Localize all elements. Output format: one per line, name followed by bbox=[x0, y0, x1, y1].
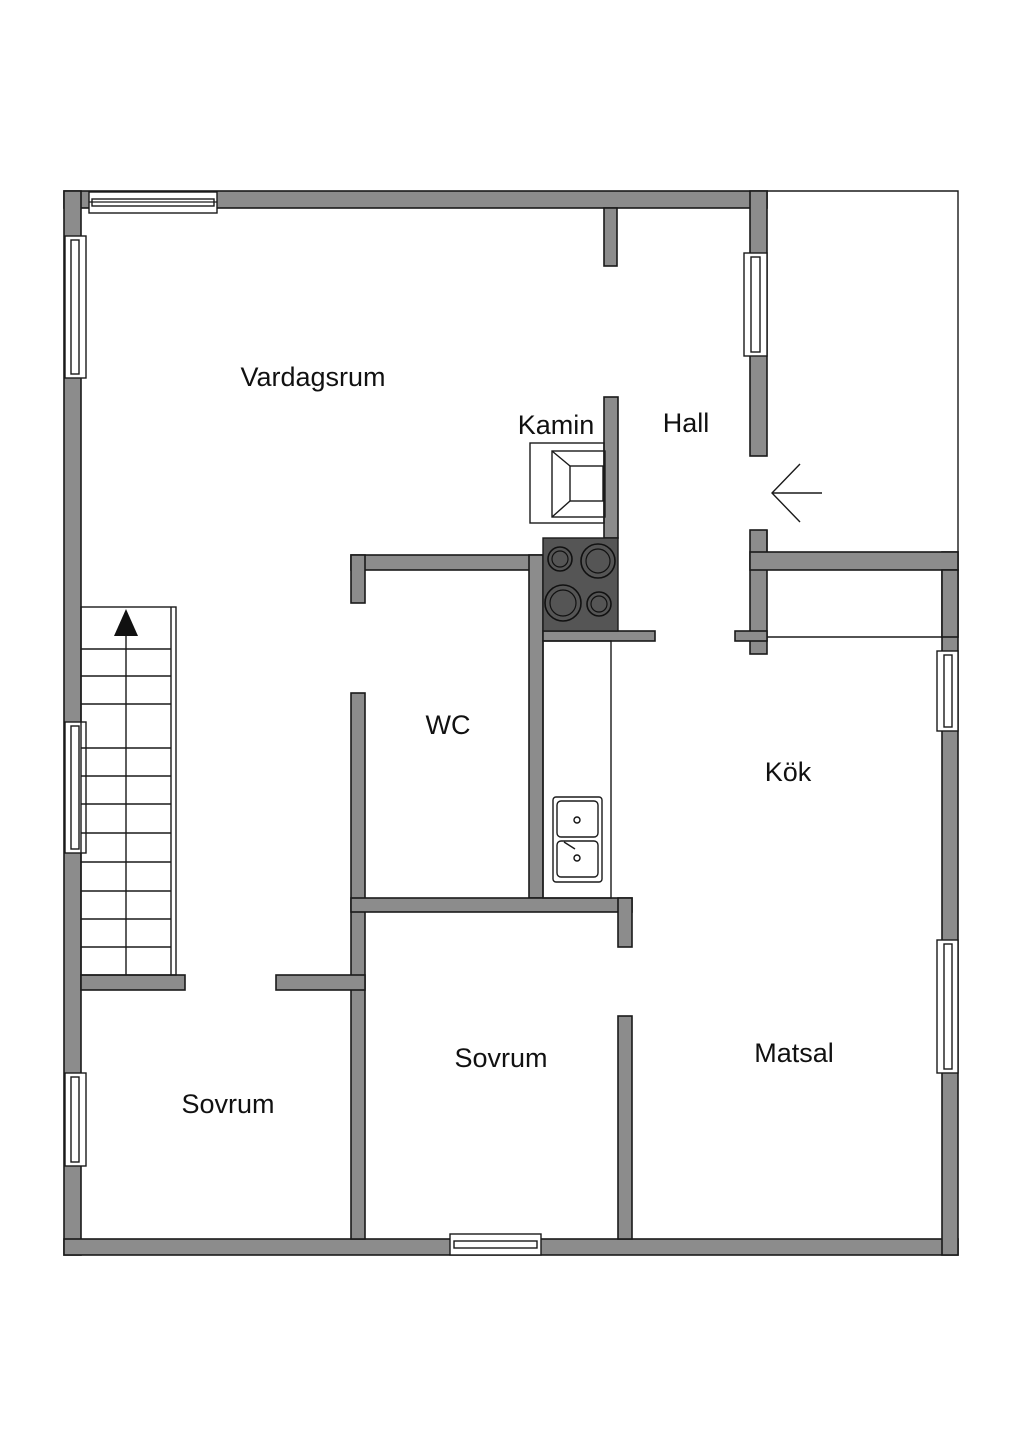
wall-wc-right bbox=[528, 554, 544, 899]
wall-porch-bottom bbox=[749, 551, 959, 571]
wall-wc-bottom bbox=[350, 897, 633, 913]
wall-kitchen-stub bbox=[617, 897, 633, 948]
interior-walls bbox=[80, 207, 768, 1240]
wall-wc-left bbox=[350, 692, 366, 1240]
wall-hall-door-stub bbox=[734, 630, 768, 642]
label-sovrum-middle: Sovrum bbox=[454, 1043, 547, 1073]
window-right-2 bbox=[936, 939, 959, 1074]
window-bottom bbox=[449, 1233, 542, 1256]
label-kok: Kök bbox=[765, 757, 812, 787]
wall-sovrum-left-top-b bbox=[275, 974, 366, 991]
stove-icon bbox=[542, 537, 619, 632]
wall-sovrum-divider bbox=[617, 1015, 633, 1240]
wall-hall-stub-top bbox=[603, 207, 618, 267]
porch bbox=[766, 190, 959, 638]
label-wc: WC bbox=[426, 710, 471, 740]
window-right-1 bbox=[936, 650, 959, 732]
window-left-1 bbox=[64, 235, 87, 379]
kitchen-counter bbox=[542, 640, 612, 899]
wall-kamin-divider bbox=[603, 396, 619, 539]
wall-sovrum-left-top-a bbox=[80, 974, 186, 991]
wall-wc-top-stub bbox=[350, 554, 366, 604]
fireplace-icon bbox=[529, 442, 606, 524]
stair-treads bbox=[81, 648, 171, 948]
sink-icon bbox=[552, 796, 603, 883]
window-left-3 bbox=[64, 1072, 87, 1167]
wall-stove-shelf bbox=[542, 630, 656, 642]
room-labels: Vardagsrum Kamin Hall WC Kök Sovrum Sovr… bbox=[181, 362, 833, 1119]
label-matsal: Matsal bbox=[754, 1038, 834, 1068]
wall-kitchen-right-stub bbox=[941, 569, 959, 638]
window-hall bbox=[743, 252, 768, 357]
porch-outline bbox=[767, 190, 959, 552]
label-vardagsrum: Vardagsrum bbox=[240, 362, 385, 392]
window-top bbox=[88, 191, 218, 214]
label-kamin: Kamin bbox=[518, 410, 595, 440]
label-sovrum-left: Sovrum bbox=[181, 1089, 274, 1119]
stair-up-arrow-icon bbox=[114, 609, 138, 636]
entrance-arrow-icon bbox=[771, 463, 822, 523]
counter bbox=[542, 640, 612, 899]
wall-wc-top bbox=[350, 554, 544, 571]
staircase bbox=[80, 606, 177, 976]
label-hall: Hall bbox=[663, 408, 710, 438]
